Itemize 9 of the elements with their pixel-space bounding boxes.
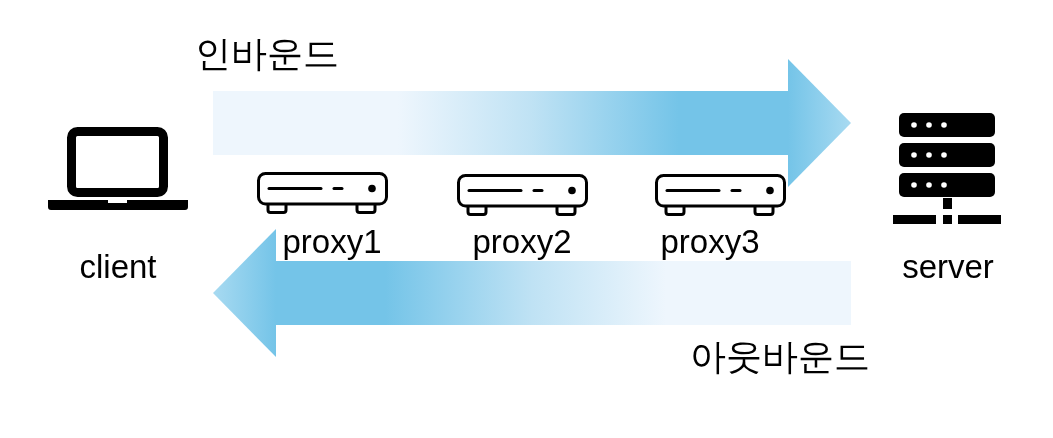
arrow bbox=[213, 229, 851, 357]
node-label: client bbox=[79, 248, 157, 286]
edge-label: 아웃바운드 bbox=[690, 336, 870, 378]
edge-label: 인바운드 bbox=[195, 33, 339, 75]
node-label: server bbox=[902, 248, 994, 286]
arrow bbox=[213, 59, 851, 187]
node-label: proxy3 bbox=[660, 223, 760, 261]
node-label: proxy1 bbox=[282, 223, 382, 261]
node-label: proxy2 bbox=[472, 223, 572, 261]
